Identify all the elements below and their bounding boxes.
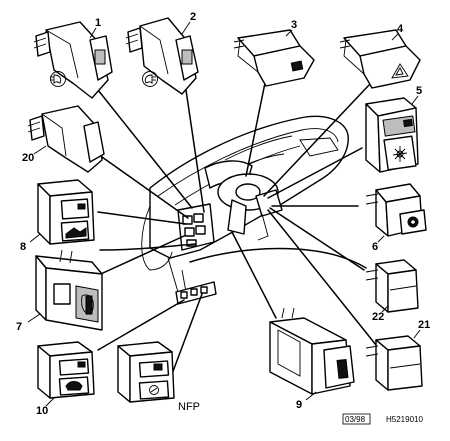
switch-20 [27, 105, 105, 173]
dashboard-outline [141, 115, 349, 293]
switch-6 [365, 183, 427, 237]
switch-8 [37, 179, 95, 245]
callout-8: 8 [20, 241, 26, 253]
switch-3 [233, 29, 315, 87]
console-switch-block [175, 281, 217, 305]
callout-3: 3 [291, 19, 297, 31]
callout-22: 22 [372, 311, 384, 323]
date-code: 03/98 [345, 415, 366, 424]
footer: 03/98 H5219010 [342, 413, 423, 425]
leader-lines [69, 77, 381, 375]
callout-21: 21 [418, 319, 430, 331]
callout-20: 20 [22, 152, 34, 164]
callout-6: 6 [372, 241, 378, 253]
callout-4: 4 [397, 23, 404, 35]
callout-7: 7 [16, 321, 22, 333]
switch-22 [365, 259, 419, 313]
nfp-label: NFP [178, 401, 200, 413]
callout-1: 1 [95, 17, 101, 29]
reference-code: H5219010 [386, 415, 423, 424]
front-fog-icon [50, 71, 66, 87]
callout-ticks [27, 21, 421, 407]
rear-fog-icon [142, 71, 158, 87]
switch-5 [365, 97, 419, 173]
switch-7 [35, 249, 103, 331]
switch-21 [365, 335, 423, 391]
switch-1 [33, 21, 113, 99]
callout-2: 2 [190, 11, 196, 23]
callout-10: 10 [36, 405, 48, 417]
switch-10 [37, 341, 95, 399]
callout-5: 5 [416, 85, 422, 97]
switch-4 [339, 29, 421, 89]
switch-2 [125, 17, 199, 95]
switch-9 [269, 307, 355, 395]
switch-nfp [117, 341, 175, 403]
callout-9: 9 [296, 399, 302, 411]
